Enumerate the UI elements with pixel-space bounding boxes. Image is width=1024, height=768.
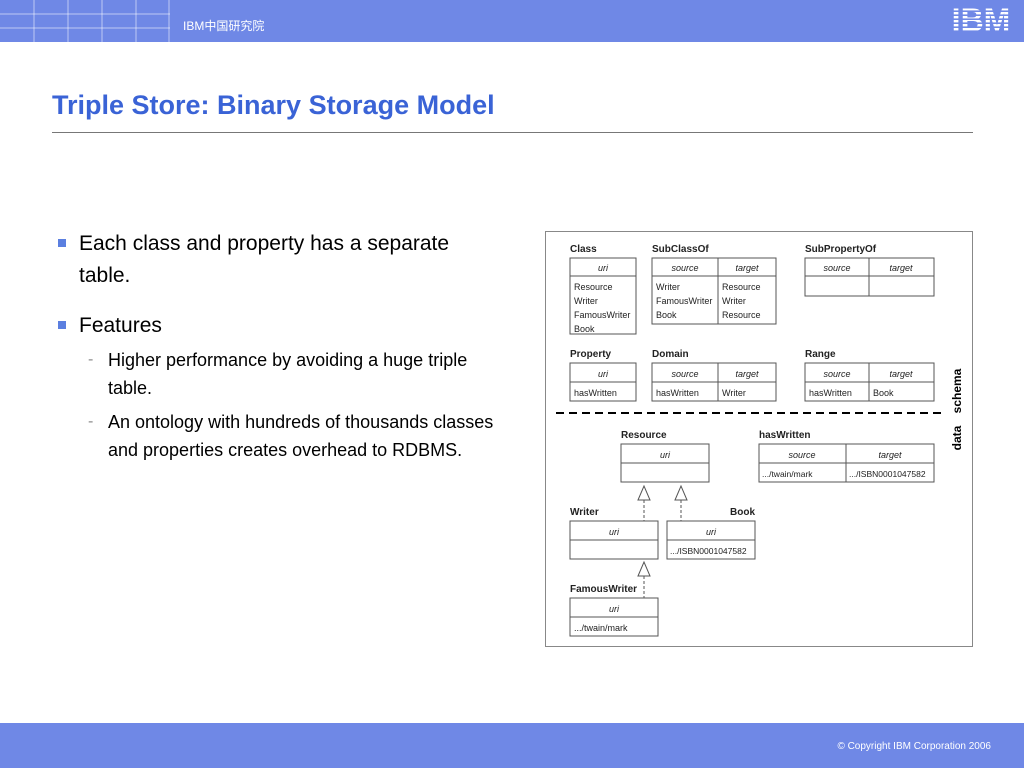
property-table-title: Property [570,349,612,360]
table-cell: Book [656,310,677,320]
bullet-marker [58,321,66,329]
title-divider [52,132,973,133]
column-header: uri [660,450,671,460]
subpropertyof-table-title: SubPropertyOf [805,244,877,255]
table-cell: Writer [574,296,598,306]
storage-model-diagram: Class uri Resource Writer FamousWriter B… [545,231,973,647]
table-cell: Resource [574,282,613,292]
column-header: target [878,450,902,460]
inheritance-arrow-writer [637,484,651,501]
subclassof-table-title: SubClassOf [652,244,709,255]
column-header: source [671,263,698,273]
table-cell: hasWritten [656,388,699,398]
table-cell: Book [873,388,894,398]
table-cell: .../ISBN0001047582 [670,546,747,556]
column-header: uri [609,604,620,614]
column-header: source [671,369,698,379]
data-label: data [950,425,964,450]
diagram-canvas: Class uri Resource Writer FamousWriter B… [556,244,964,637]
top-banner: IBM中国研究院 IBM [0,0,1024,42]
schema-label: schema [950,368,964,413]
column-header: target [889,369,913,379]
haswritten-table-title: hasWritten [759,430,811,441]
table-cell: Writer [722,296,746,306]
column-header: target [735,263,759,273]
table-cell: Writer [656,282,680,292]
slide-title: Triple Store: Binary Storage Model [52,90,495,120]
table-cell: .../twain/mark [574,623,628,633]
table-cell: Resource [722,282,761,292]
column-header: uri [706,527,717,537]
sub-bullet-text: An ontology with hundreds of thousands c… [108,412,494,460]
sub-bullet-text: Higher performance by avoiding a huge tr… [108,350,468,398]
famouswriter-table-title: FamousWriter [570,584,637,595]
table-cell: Book [574,324,595,334]
banner-grid-decoration [0,0,170,42]
dash-marker: - [88,351,94,368]
ibm-logo: IBM [952,4,1011,36]
column-header: uri [598,263,609,273]
bullet-item: Each class and property has a separate t… [58,228,498,292]
table-cell: .../twain/mark [762,469,813,479]
column-header: target [889,263,913,273]
inheritance-arrow-famouswriter [637,560,651,577]
sub-bullet-item: - Higher performance by avoiding a huge … [58,346,498,402]
table-cell: hasWritten [809,388,852,398]
table-cell: FamousWriter [574,310,630,320]
logo-text: IBM [952,4,1011,36]
column-header: uri [598,369,609,379]
bullet-item: Features [58,310,498,342]
sub-bullet-item: - An ontology with hundreds of thousands… [58,408,498,464]
dash-marker: - [88,413,94,430]
bottom-banner: © Copyright IBM Corporation 2006 [0,723,1024,768]
bullet-text: Each class and property has a separate t… [79,232,450,287]
table-cell: hasWritten [574,388,617,398]
class-table-title: Class [570,244,597,255]
table-cell: FamousWriter [656,296,712,306]
bullet-marker [58,239,66,247]
bullet-text: Features [79,314,162,337]
org-name: IBM中国研究院 [183,19,265,33]
bullet-list: Each class and property has a separate t… [58,228,498,470]
resource-table-title: Resource [621,430,667,441]
column-header: target [735,369,759,379]
book-table-title: Book [730,507,755,518]
column-header: source [823,369,850,379]
copyright-text: © Copyright IBM Corporation 2006 [837,741,991,752]
table-cell: .../ISBN0001047582 [849,469,926,479]
column-header: uri [609,527,620,537]
column-header: source [823,263,850,273]
table-cell: Resource [722,310,761,320]
writer-table-title: Writer [570,507,599,518]
inheritance-arrow-book [674,484,688,501]
range-table-title: Range [805,349,836,360]
domain-table-title: Domain [652,349,689,360]
table-cell: Writer [722,388,746,398]
column-header: source [788,450,815,460]
